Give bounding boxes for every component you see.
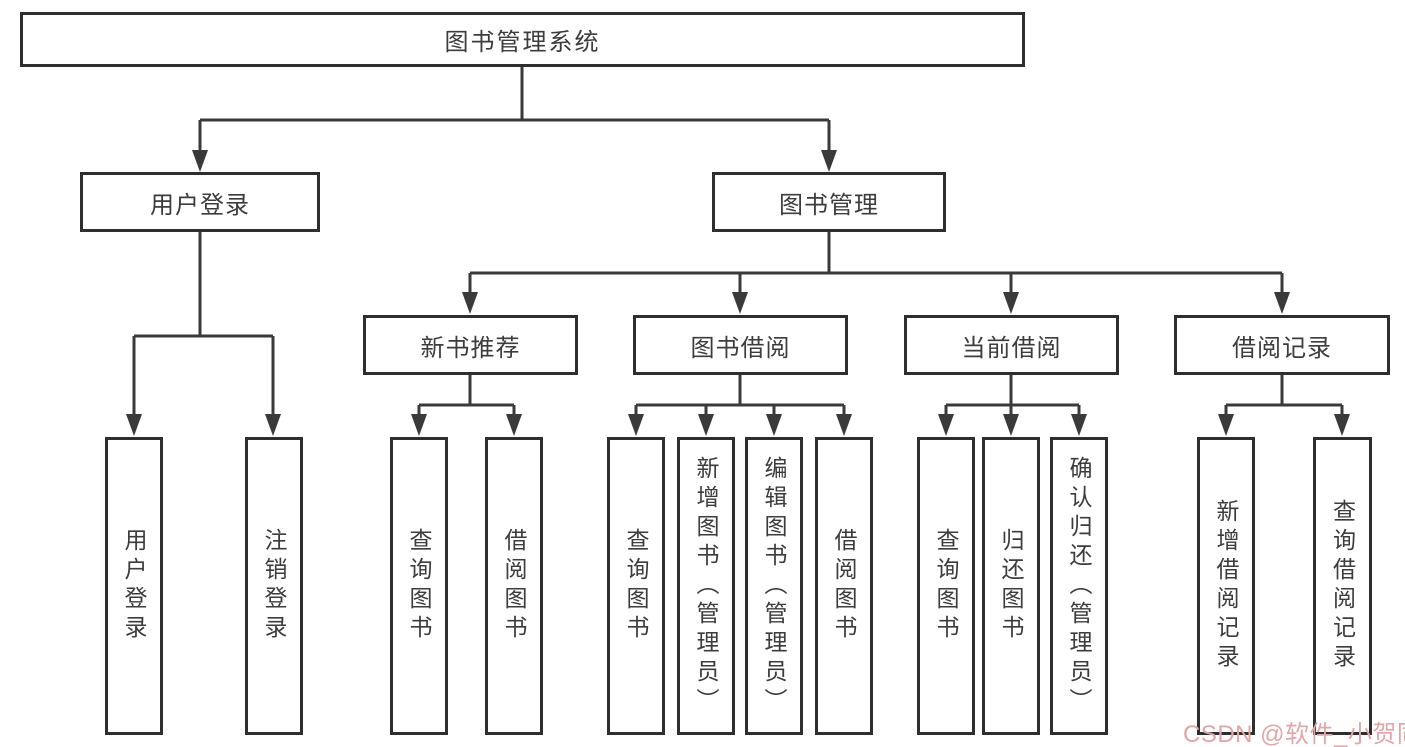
node-user-login: 用户登录 — [80, 172, 320, 232]
leaf-bb-add-book-admin: 新增图书（管理员） — [677, 437, 735, 735]
leaf-logout-label: 注销登录 — [261, 528, 287, 644]
leaf-br-add-record: 新增借阅记录 — [1197, 437, 1255, 735]
leaf-cb-query-book: 查询图书 — [917, 437, 975, 735]
node-user-login-label: 用户登录 — [150, 191, 250, 219]
connector-user-login-branch — [132, 232, 275, 416]
arrow-to-leaf-br-query — [1334, 414, 1350, 436]
leaf-nb-borrow-book-label: 借阅图书 — [501, 528, 527, 644]
node-current-borrow-label: 当前借阅 — [961, 334, 1062, 362]
arrow-to-leaf-nb-query — [411, 414, 427, 436]
arrow-to-leaf-cb-confirm — [1071, 414, 1087, 436]
leaf-nb-query-book-label: 查询图书 — [406, 528, 432, 644]
arrow-to-leaf-nb-borrow — [506, 414, 522, 436]
node-borrow-records: 借阅记录 — [1174, 315, 1390, 375]
arrow-to-book-management — [821, 150, 837, 172]
leaf-user-login: 用户登录 — [105, 437, 163, 735]
node-book-borrow: 图书借阅 — [633, 315, 848, 375]
leaf-bb-edit-book-admin: 编辑图书（管理员） — [745, 437, 803, 735]
arrow-to-leaf-logout — [265, 414, 281, 436]
leaf-cb-query-book-label: 查询图书 — [933, 528, 959, 644]
leaf-bb-query-book: 查询图书 — [607, 437, 665, 735]
leaf-br-query-record-label: 查询借阅记录 — [1329, 499, 1356, 673]
leaf-user-login-label: 用户登录 — [121, 528, 147, 644]
node-book-borrow-label: 图书借阅 — [690, 334, 791, 362]
connector-current-borrow-branch — [944, 375, 1081, 416]
leaf-logout: 注销登录 — [245, 437, 303, 735]
leaf-bb-query-book-label: 查询图书 — [623, 528, 649, 644]
arrow-to-leaf-br-add — [1218, 414, 1234, 436]
arrow-to-leaf-bb-edit — [766, 414, 782, 436]
node-new-book-recommend-label: 新书推荐 — [420, 334, 521, 362]
connector-root-branch — [198, 67, 831, 152]
leaf-bb-borrow-book: 借阅图书 — [815, 437, 873, 735]
arrowheads — [126, 150, 1350, 436]
leaf-br-add-record-label: 新增借阅记录 — [1213, 499, 1239, 673]
connector-borrow-records-branch — [1224, 375, 1344, 416]
arrow-to-leaf-bb-add — [698, 414, 714, 436]
node-root-label: 图书管理系统 — [444, 29, 601, 56]
connector-new-book-recommend-branch — [417, 375, 516, 416]
node-borrow-records-label: 借阅记录 — [1232, 334, 1332, 362]
node-book-management: 图书管理 — [712, 172, 946, 232]
leaf-cb-confirm-return-admin-label: 确认归还（管理员） — [1066, 455, 1092, 717]
node-new-book-recommend: 新书推荐 — [363, 315, 578, 375]
leaf-br-query-record: 查询借阅记录 — [1313, 437, 1372, 735]
arrow-to-leaf-cb-query — [938, 414, 954, 436]
arrow-to-leaf-bb-query — [628, 414, 644, 436]
leaf-bb-add-book-admin-label: 新增图书（管理员） — [693, 455, 719, 717]
arrow-to-current-borrow — [1003, 292, 1019, 314]
arrow-to-new-book-recommend — [462, 292, 478, 314]
arrow-to-borrow-records — [1274, 292, 1290, 314]
arrow-to-book-borrow — [732, 292, 748, 314]
watermark-text: CSDN @软件_小贺同学 — [1183, 721, 1405, 747]
leaf-bb-borrow-book-label: 借阅图书 — [831, 528, 857, 644]
leaf-cb-confirm-return-admin: 确认归还（管理员） — [1050, 437, 1108, 735]
leaf-nb-query-book: 查询图书 — [390, 437, 448, 735]
node-book-management-label: 图书管理 — [779, 191, 879, 219]
connector-book-borrow-branch — [634, 375, 846, 416]
leaf-bb-edit-book-admin-label: 编辑图书（管理员） — [761, 455, 787, 717]
node-root: 图书管理系统 — [20, 12, 1025, 67]
arrow-to-leaf-user-login — [126, 414, 142, 436]
node-current-borrow: 当前借阅 — [904, 315, 1119, 375]
arrow-to-leaf-bb-borrow — [836, 414, 852, 436]
arrow-to-user-login — [192, 150, 208, 172]
leaf-nb-borrow-book: 借阅图书 — [485, 437, 543, 735]
leaf-cb-return-book-label: 归还图书 — [998, 528, 1024, 644]
connector-book-management-branch — [468, 232, 1284, 294]
arrow-to-leaf-cb-return — [1003, 414, 1019, 436]
leaf-cb-return-book: 归还图书 — [982, 437, 1040, 735]
